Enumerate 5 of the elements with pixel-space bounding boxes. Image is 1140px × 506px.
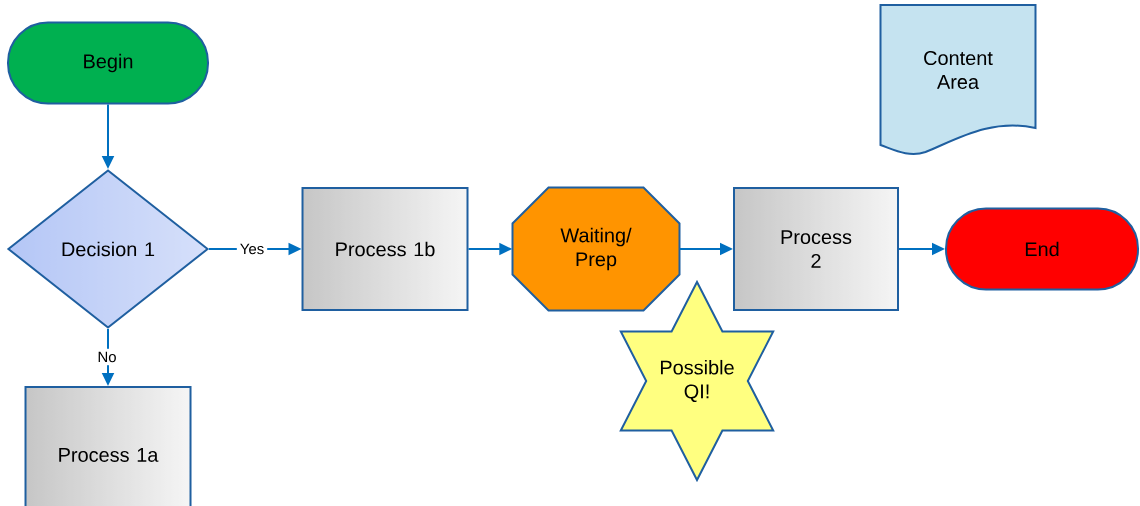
process-box: Process 1a <box>24 386 192 506</box>
edge-label: No <box>94 348 120 366</box>
process-box: Process 1b <box>301 187 469 311</box>
edge-label: Yes <box>236 240 268 258</box>
process-box: Process 2 <box>733 187 899 311</box>
